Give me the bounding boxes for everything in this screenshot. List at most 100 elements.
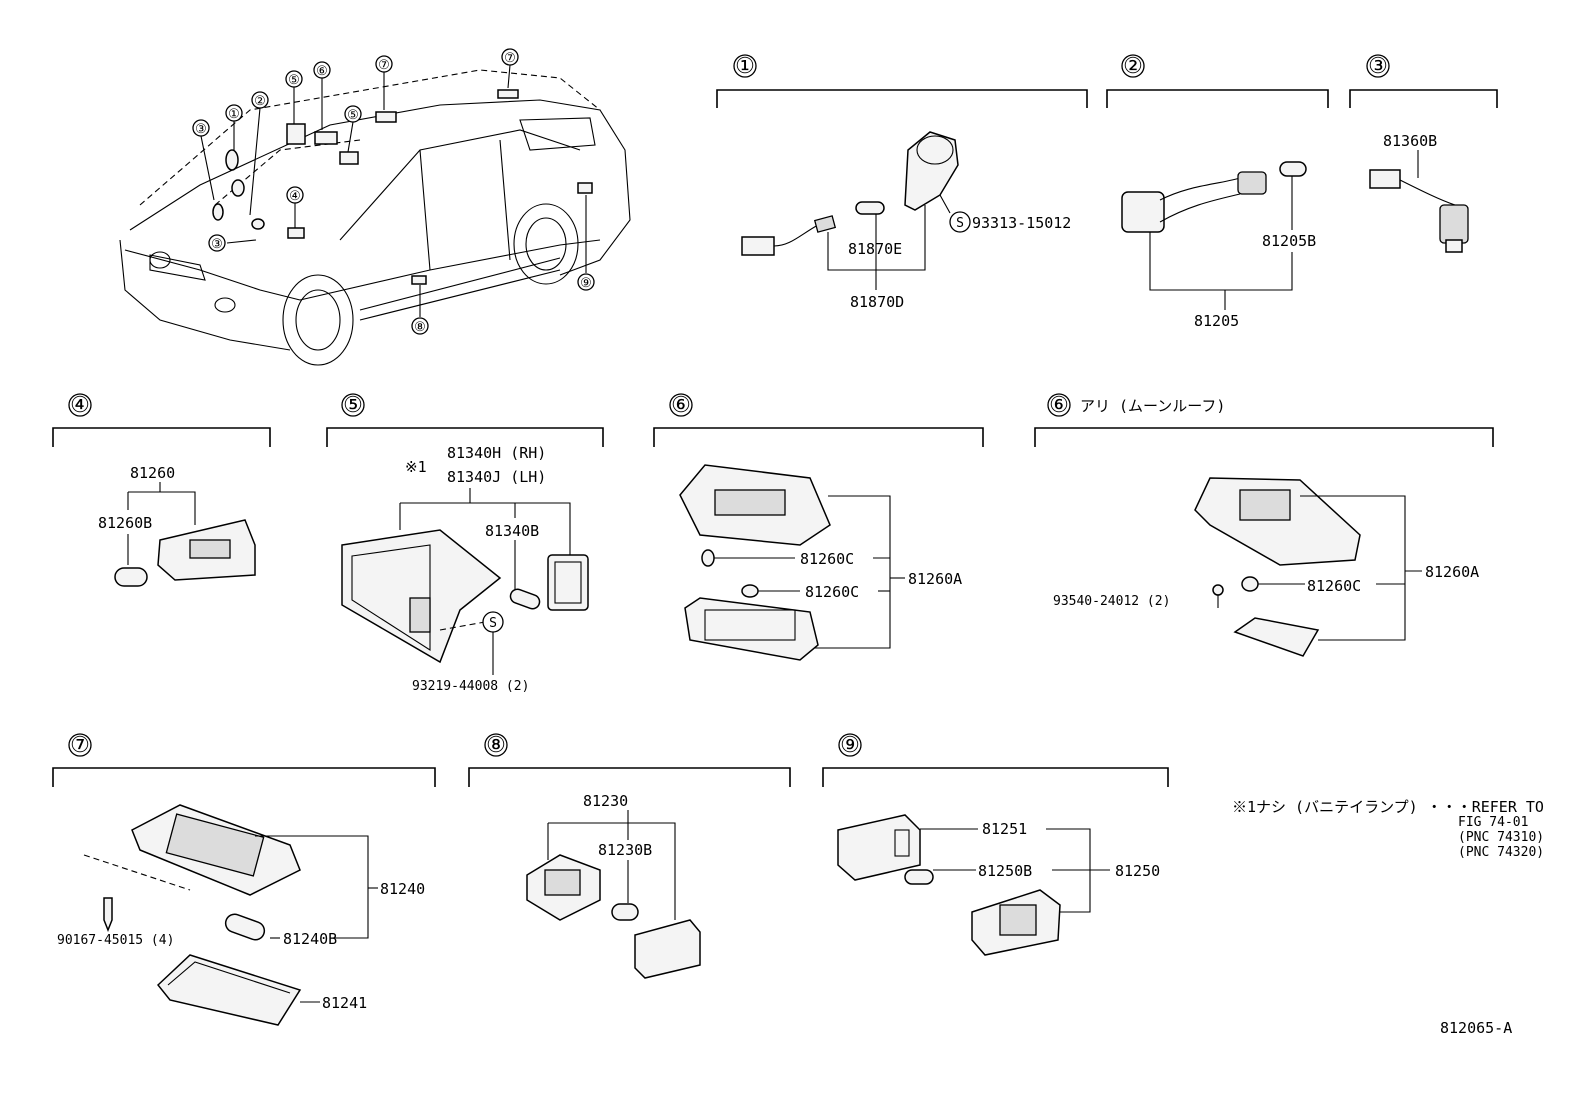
label-81251: 81251 — [982, 820, 1027, 838]
label-81870e: 81870E — [848, 240, 902, 258]
vehicle-overview: ③ ① ② ③ ⑤ ⑥ ⑤ ⑦ ⑦ ④ ⑨ ⑧ — [119, 48, 631, 366]
overview-callout-5a: ⑤ — [285, 70, 303, 88]
switch-81360b — [1369, 169, 1401, 189]
svg-text:⑥: ⑥ — [671, 393, 691, 418]
label-81260a: 81260A — [908, 570, 962, 588]
lens-81260a — [684, 597, 819, 661]
label-81260: 81260 — [130, 464, 175, 482]
label-note-mark: ※1 — [405, 458, 427, 476]
section-2: ② 81205B 81205 — [1106, 54, 1329, 330]
section-3: ③ 81360B — [1349, 54, 1498, 253]
label-81260b: 81260B — [98, 514, 152, 532]
svg-text:⑧: ⑧ — [414, 320, 426, 335]
label-81241: 81241 — [322, 994, 367, 1012]
section-5-marker: ⑤ — [341, 393, 365, 418]
svg-text:①: ① — [735, 54, 755, 79]
label-81260a-moonroof: 81260A — [1425, 563, 1479, 581]
overview-callout-3a: ③ — [192, 119, 210, 137]
svg-text:⑧: ⑧ — [486, 733, 506, 758]
label-81230b: 81230B — [598, 841, 652, 859]
section-6-moonroof: ⑥ アリ (ムーンルーフ) 81260C 81260A 93540-24012 … — [1034, 393, 1494, 657]
bulb-81250b — [904, 869, 934, 885]
section-2-marker: ② — [1121, 54, 1145, 79]
lamp-81260a-moonroof — [1194, 477, 1361, 566]
note-line-3: (PNC 74320) — [1458, 845, 1544, 860]
label-81360b: 81360B — [1383, 132, 1437, 150]
svg-text:②: ② — [254, 94, 266, 109]
section-6b-marker: ⑥ — [1047, 393, 1071, 418]
overview-callout-2: ② — [251, 91, 269, 109]
overview-callout-7a: ⑦ — [375, 55, 393, 73]
overview-callout-8: ⑧ — [411, 317, 429, 335]
label-81870d: 81870D — [850, 293, 904, 311]
section-5: ⑤ ※1 81340H (RH) 81340J (LH) 81340B S 93… — [326, 393, 604, 694]
label-81250b: 81250B — [978, 862, 1032, 880]
bulb-81230b — [611, 903, 639, 921]
section-8: ⑧ 81230 81230B — [468, 733, 791, 979]
svg-text:⑥: ⑥ — [316, 64, 328, 79]
section-4: ④ 81260 81260B — [52, 393, 271, 587]
note-line-2: (PNC 74310) — [1458, 830, 1544, 845]
socket-81205 — [1121, 191, 1165, 233]
bulb-81260b — [114, 567, 148, 587]
section-9-marker: ⑨ — [838, 733, 862, 758]
svg-text:④: ④ — [289, 189, 301, 204]
label-81240b: 81240B — [283, 930, 337, 948]
svg-text:③: ③ — [211, 237, 223, 252]
lens-81260a-moonroof — [1233, 617, 1320, 657]
section-9: ⑨ 81251 81250B 81250 — [822, 733, 1169, 956]
svg-text:⑦: ⑦ — [70, 733, 90, 758]
lens-81251 — [837, 814, 921, 881]
section-4-marker: ④ — [68, 393, 92, 418]
note-text: ※1ナシ (バニテイランプ) ・・・REFER TO — [1232, 798, 1544, 816]
svg-text:⑥: ⑥ — [1049, 393, 1069, 418]
reference-note: ※1ナシ (バニテイランプ) ・・・REFER TO FIG 74-01 (PN… — [1232, 798, 1544, 860]
label-moonroof-caption: アリ (ムーンルーフ) — [1080, 397, 1225, 415]
svg-text:①: ① — [228, 107, 240, 122]
svg-text:S: S — [489, 616, 497, 631]
section-6-marker: ⑥ — [669, 393, 693, 418]
svg-text:④: ④ — [70, 393, 90, 418]
svg-text:S: S — [956, 216, 964, 231]
svg-text:③: ③ — [195, 122, 207, 137]
label-81340h: 81340H (RH) — [447, 444, 546, 462]
bulb-81870e — [855, 201, 885, 215]
overview-callout-6: ⑥ — [313, 61, 331, 79]
bulb-81240b — [224, 913, 266, 941]
section-1: ① 81870E 81870D S 93313-15012 — [716, 54, 1088, 311]
label-81240: 81240 — [380, 880, 425, 898]
bulb-81340b — [509, 588, 541, 610]
lens-81230 — [634, 919, 701, 979]
svg-text:⑤: ⑤ — [347, 108, 359, 123]
connector-81870d — [741, 236, 775, 256]
svg-text:⑦: ⑦ — [504, 51, 516, 66]
note-line-1: FIG 74-01 — [1458, 815, 1528, 830]
svg-text:②: ② — [1123, 54, 1143, 79]
label-81205: 81205 — [1194, 312, 1239, 330]
lens-81340 — [547, 554, 589, 611]
screw-90167 — [103, 897, 113, 933]
label-81260c-bottom: 81260C — [805, 583, 859, 601]
label-81340j: 81340J (LH) — [447, 468, 546, 486]
overview-callout-3b: ③ — [208, 234, 226, 252]
label-81340b: 81340B — [485, 522, 539, 540]
mirror-81340 — [341, 529, 502, 664]
label-93219-44008: 93219-44008 (2) — [412, 679, 529, 694]
label-81205b: 81205B — [1262, 232, 1316, 250]
lamp-81870d — [904, 131, 959, 211]
svg-text:③: ③ — [1368, 54, 1388, 79]
overview-callout-9: ⑨ — [577, 273, 595, 291]
bulb-81205b — [1279, 161, 1307, 177]
lens-81241 — [156, 954, 302, 1026]
label-81250: 81250 — [1115, 862, 1160, 880]
section-8-marker: ⑧ — [484, 733, 508, 758]
overview-callout-4: ④ — [286, 186, 304, 204]
svg-text:⑦: ⑦ — [378, 58, 390, 73]
overview-callout-7b: ⑦ — [501, 48, 519, 66]
svg-text:⑤: ⑤ — [343, 393, 363, 418]
label-81230: 81230 — [583, 792, 628, 810]
section-6: ⑥ 81260C 81260C 81260A — [653, 393, 984, 661]
label-93313-15012: 93313-15012 — [972, 214, 1071, 232]
figure-id: 812065-A — [1440, 1019, 1512, 1037]
